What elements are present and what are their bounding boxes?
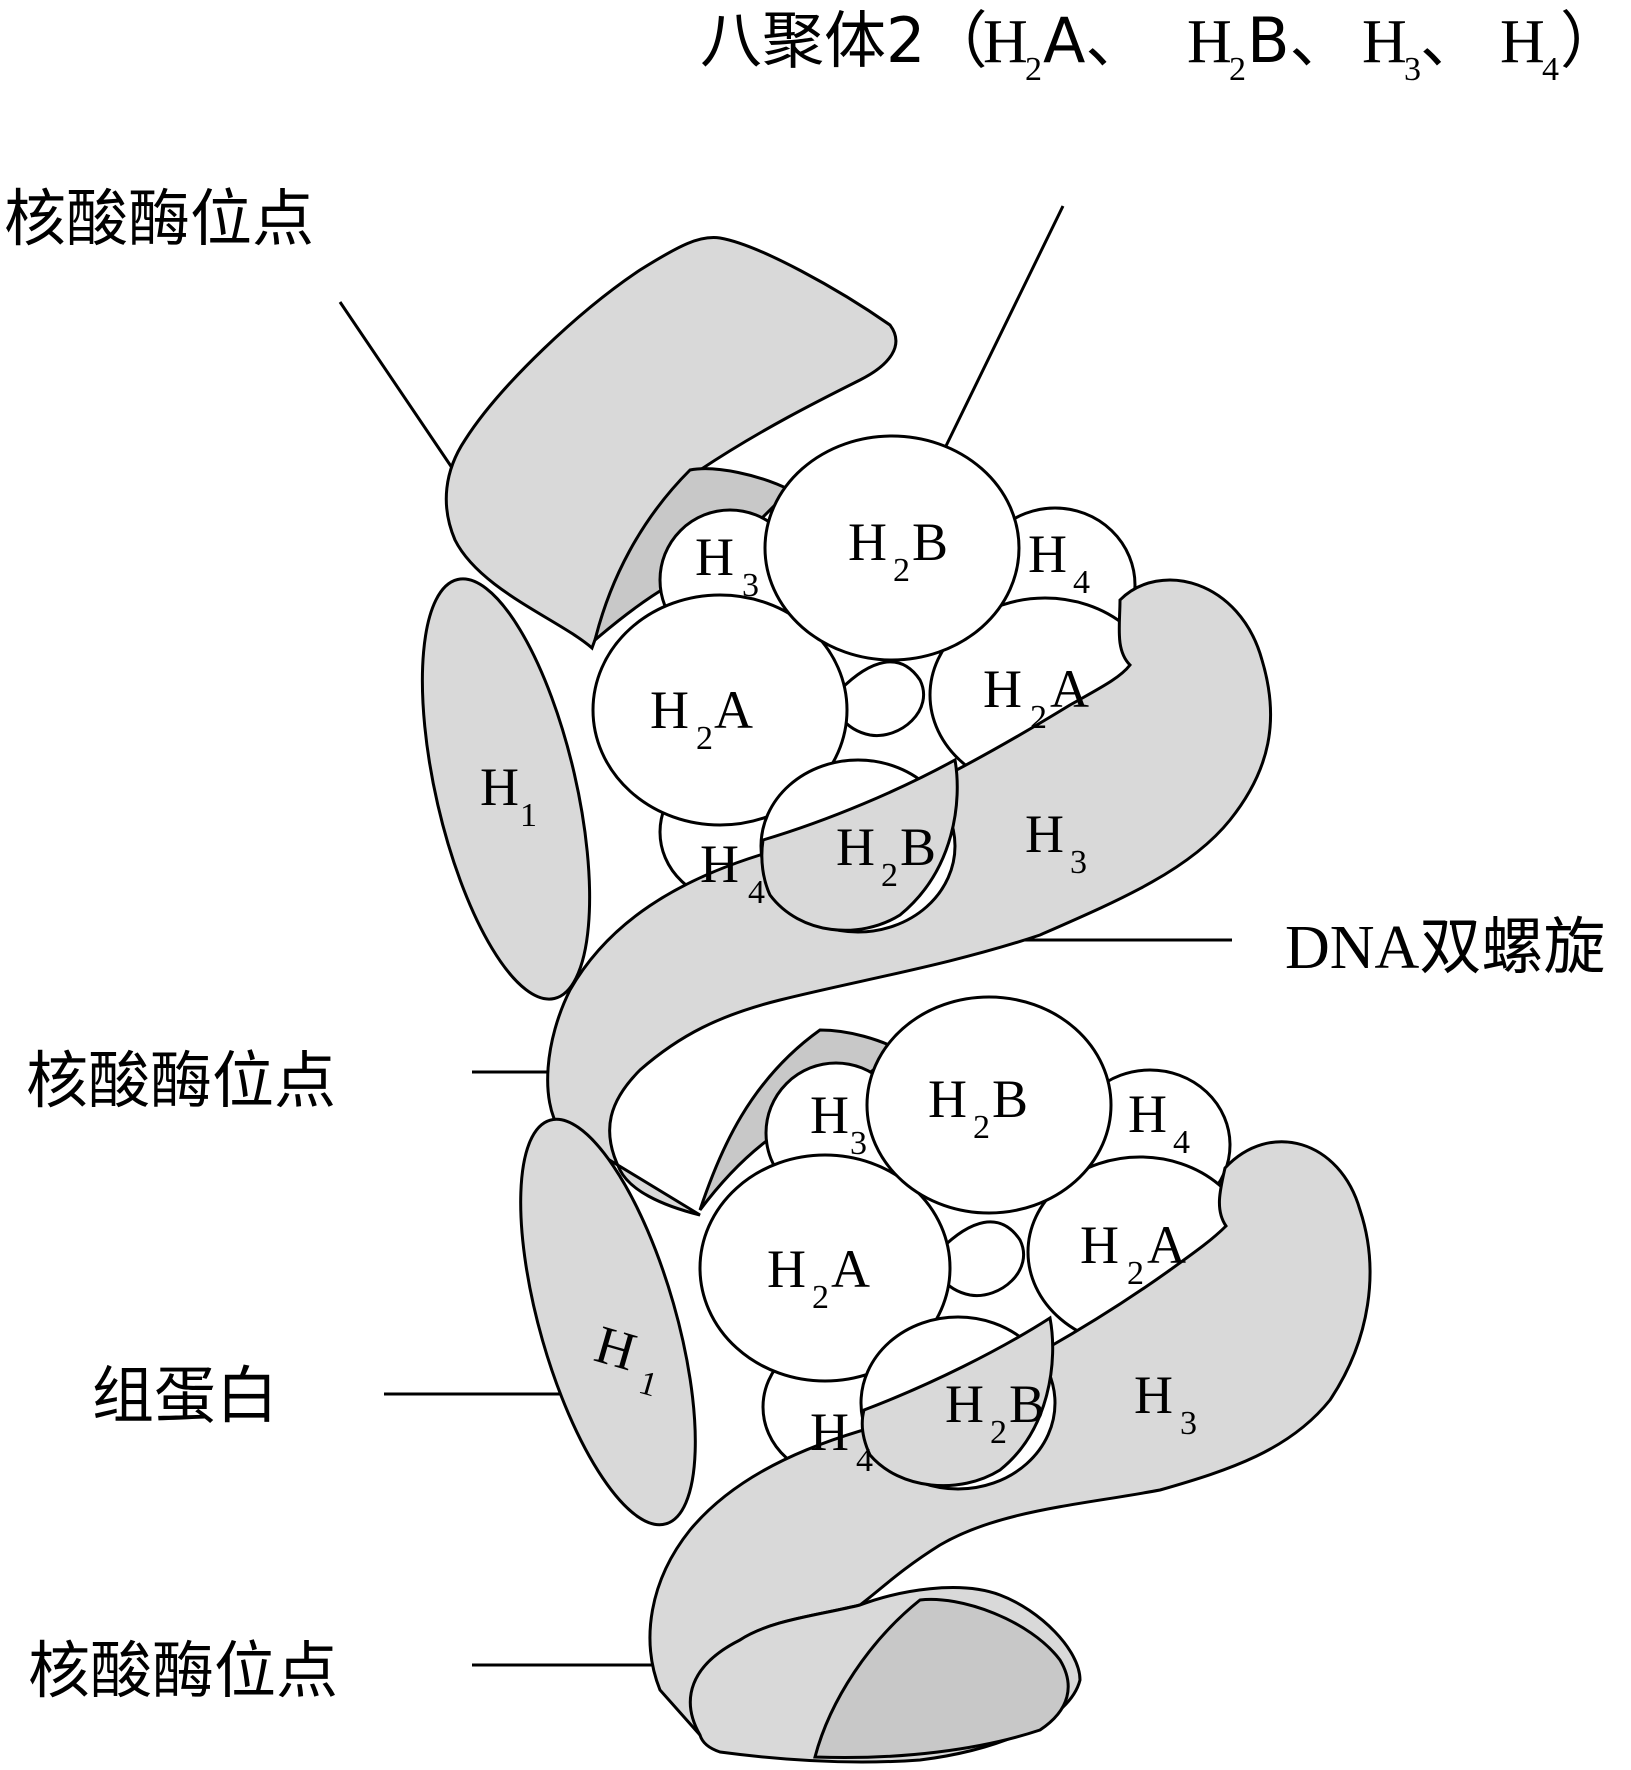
h1-upper-sub: 1 xyxy=(520,797,537,834)
upper-h4-right-sub: 4 xyxy=(1073,564,1090,601)
upper-h2a-right-sub: 2 xyxy=(1030,699,1047,736)
lower-h3-bottom-base: H xyxy=(1134,1365,1173,1425)
upper-h3-left-sub: 3 xyxy=(742,567,759,604)
upper-h2a-left-suffix: A xyxy=(714,680,753,740)
octamer-title-h2b-base: H xyxy=(1187,8,1232,76)
octamer-title-h3-suffix: 、 xyxy=(1420,4,1482,77)
lower-h2a-left-sub: 2 xyxy=(812,1279,829,1316)
dna-top-lobe xyxy=(444,235,898,651)
dna-double-helix-label: DNA双螺旋 xyxy=(1285,914,1605,982)
upper-h2b-top-suffix: B xyxy=(912,512,948,572)
upper-h3-bottom-sub: 3 xyxy=(1070,844,1087,881)
octamer-title: 八聚体2（ H 2 A、 H 2 B、 H 3 、 H 4 ） xyxy=(700,4,1622,88)
lower-h3-left-base: H xyxy=(810,1085,849,1145)
octamer-title-h3-base: H xyxy=(1362,8,1407,76)
upper-h2b-bottom-base: H xyxy=(836,817,875,877)
lower-h2b-top-suffix: B xyxy=(992,1069,1028,1129)
lower-h2b-top-sub: 2 xyxy=(973,1109,990,1146)
upper-h3-left-base: H xyxy=(695,527,734,587)
lower-h2a-right-sub: 2 xyxy=(1127,1255,1144,1292)
upper-h2a-right-suffix: A xyxy=(1050,659,1089,719)
upper-h2b-bottom-overlay xyxy=(760,757,959,932)
octamer-title-h4-base: H xyxy=(1500,8,1545,76)
lower-h2b-top xyxy=(865,995,1113,1215)
lower-h4-bottom-sub: 4 xyxy=(856,1442,873,1479)
lower-h2a-right-suffix: A xyxy=(1147,1215,1186,1275)
upper-h2a-left xyxy=(591,593,849,827)
lower-h2b-bottom-suffix: B xyxy=(1009,1374,1045,1434)
lower-h2a-left-base: H xyxy=(767,1239,806,1299)
octamer-title-h2a-suffix: A、 xyxy=(1043,4,1147,77)
histone-label: 组蛋白 xyxy=(92,1359,278,1432)
lower-h3-bottom-sub: 3 xyxy=(1180,1405,1197,1442)
lower-nucleosome: H 1 H 3 H 2 B H 4 H 2 A H 2 A xyxy=(519,995,1372,1764)
upper-core-center xyxy=(835,660,926,738)
lower-h2b-bottom-sub: 2 xyxy=(990,1414,1007,1451)
octamer-title-h4-sub: 4 xyxy=(1542,51,1559,88)
upper-h2b-bottom-sub: 2 xyxy=(881,857,898,894)
upper-h2b-top-sub: 2 xyxy=(893,552,910,589)
h1-upper xyxy=(420,577,592,1001)
octamer-title-h4-suffix: ） xyxy=(1560,4,1622,77)
upper-h4-bottom-sub: 4 xyxy=(748,874,765,911)
upper-h4-right-base: H xyxy=(1028,524,1067,584)
lower-h2a-left xyxy=(698,1153,952,1383)
lower-h3-left-sub: 3 xyxy=(850,1125,867,1162)
octamer-title-h2b-sub: 2 xyxy=(1229,51,1246,88)
leader-nuclease-top xyxy=(338,301,467,488)
octamer-title-prefix: 八聚体2（ xyxy=(700,4,987,77)
lower-h2a-left-suffix: A xyxy=(831,1239,870,1299)
lower-h2b-bottom-overlay xyxy=(860,1315,1055,1488)
upper-h2b-top xyxy=(763,434,1021,662)
h1-upper-base: H xyxy=(480,757,519,817)
nuclease-site-label-middle: 核酸酶位点 xyxy=(26,1044,336,1117)
lower-h4-right-sub: 4 xyxy=(1173,1124,1190,1161)
lower-h4-right-base: H xyxy=(1128,1084,1167,1144)
lower-h4-bottom-base: H xyxy=(810,1402,849,1462)
octamer-title-h2b-suffix: B、 xyxy=(1247,4,1352,77)
upper-h2a-left-base: H xyxy=(650,680,689,740)
lower-h2b-top-base: H xyxy=(928,1069,967,1129)
lower-h2b-bottom-base: H xyxy=(945,1374,984,1434)
lower-h2a-right-base: H xyxy=(1080,1215,1119,1275)
h1-lower xyxy=(519,1117,697,1527)
nuclease-site-label-bottom: 核酸酶位点 xyxy=(28,1634,338,1707)
octamer-title-h2a-base: H xyxy=(983,8,1028,76)
upper-h3-bottom-base: H xyxy=(1025,804,1064,864)
upper-h2b-top-base: H xyxy=(848,512,887,572)
upper-h2a-right-base: H xyxy=(983,659,1022,719)
nuclease-site-label-top: 核酸酶位点 xyxy=(4,182,314,255)
upper-nucleosome: H 1 H 3 H 2 B H 4 H 2 A H 2 A H 2 B xyxy=(420,235,1273,1217)
octamer-title-h2a-sub: 2 xyxy=(1025,51,1042,88)
leader-octamer xyxy=(943,205,1065,449)
dna-bottom-dark xyxy=(813,1597,1070,1760)
upper-h4-bottom-base: H xyxy=(700,834,739,894)
upper-h2a-left-sub: 2 xyxy=(696,720,713,757)
upper-h2b-bottom-suffix: B xyxy=(900,817,936,877)
octamer-title-h3-sub: 3 xyxy=(1404,51,1421,88)
